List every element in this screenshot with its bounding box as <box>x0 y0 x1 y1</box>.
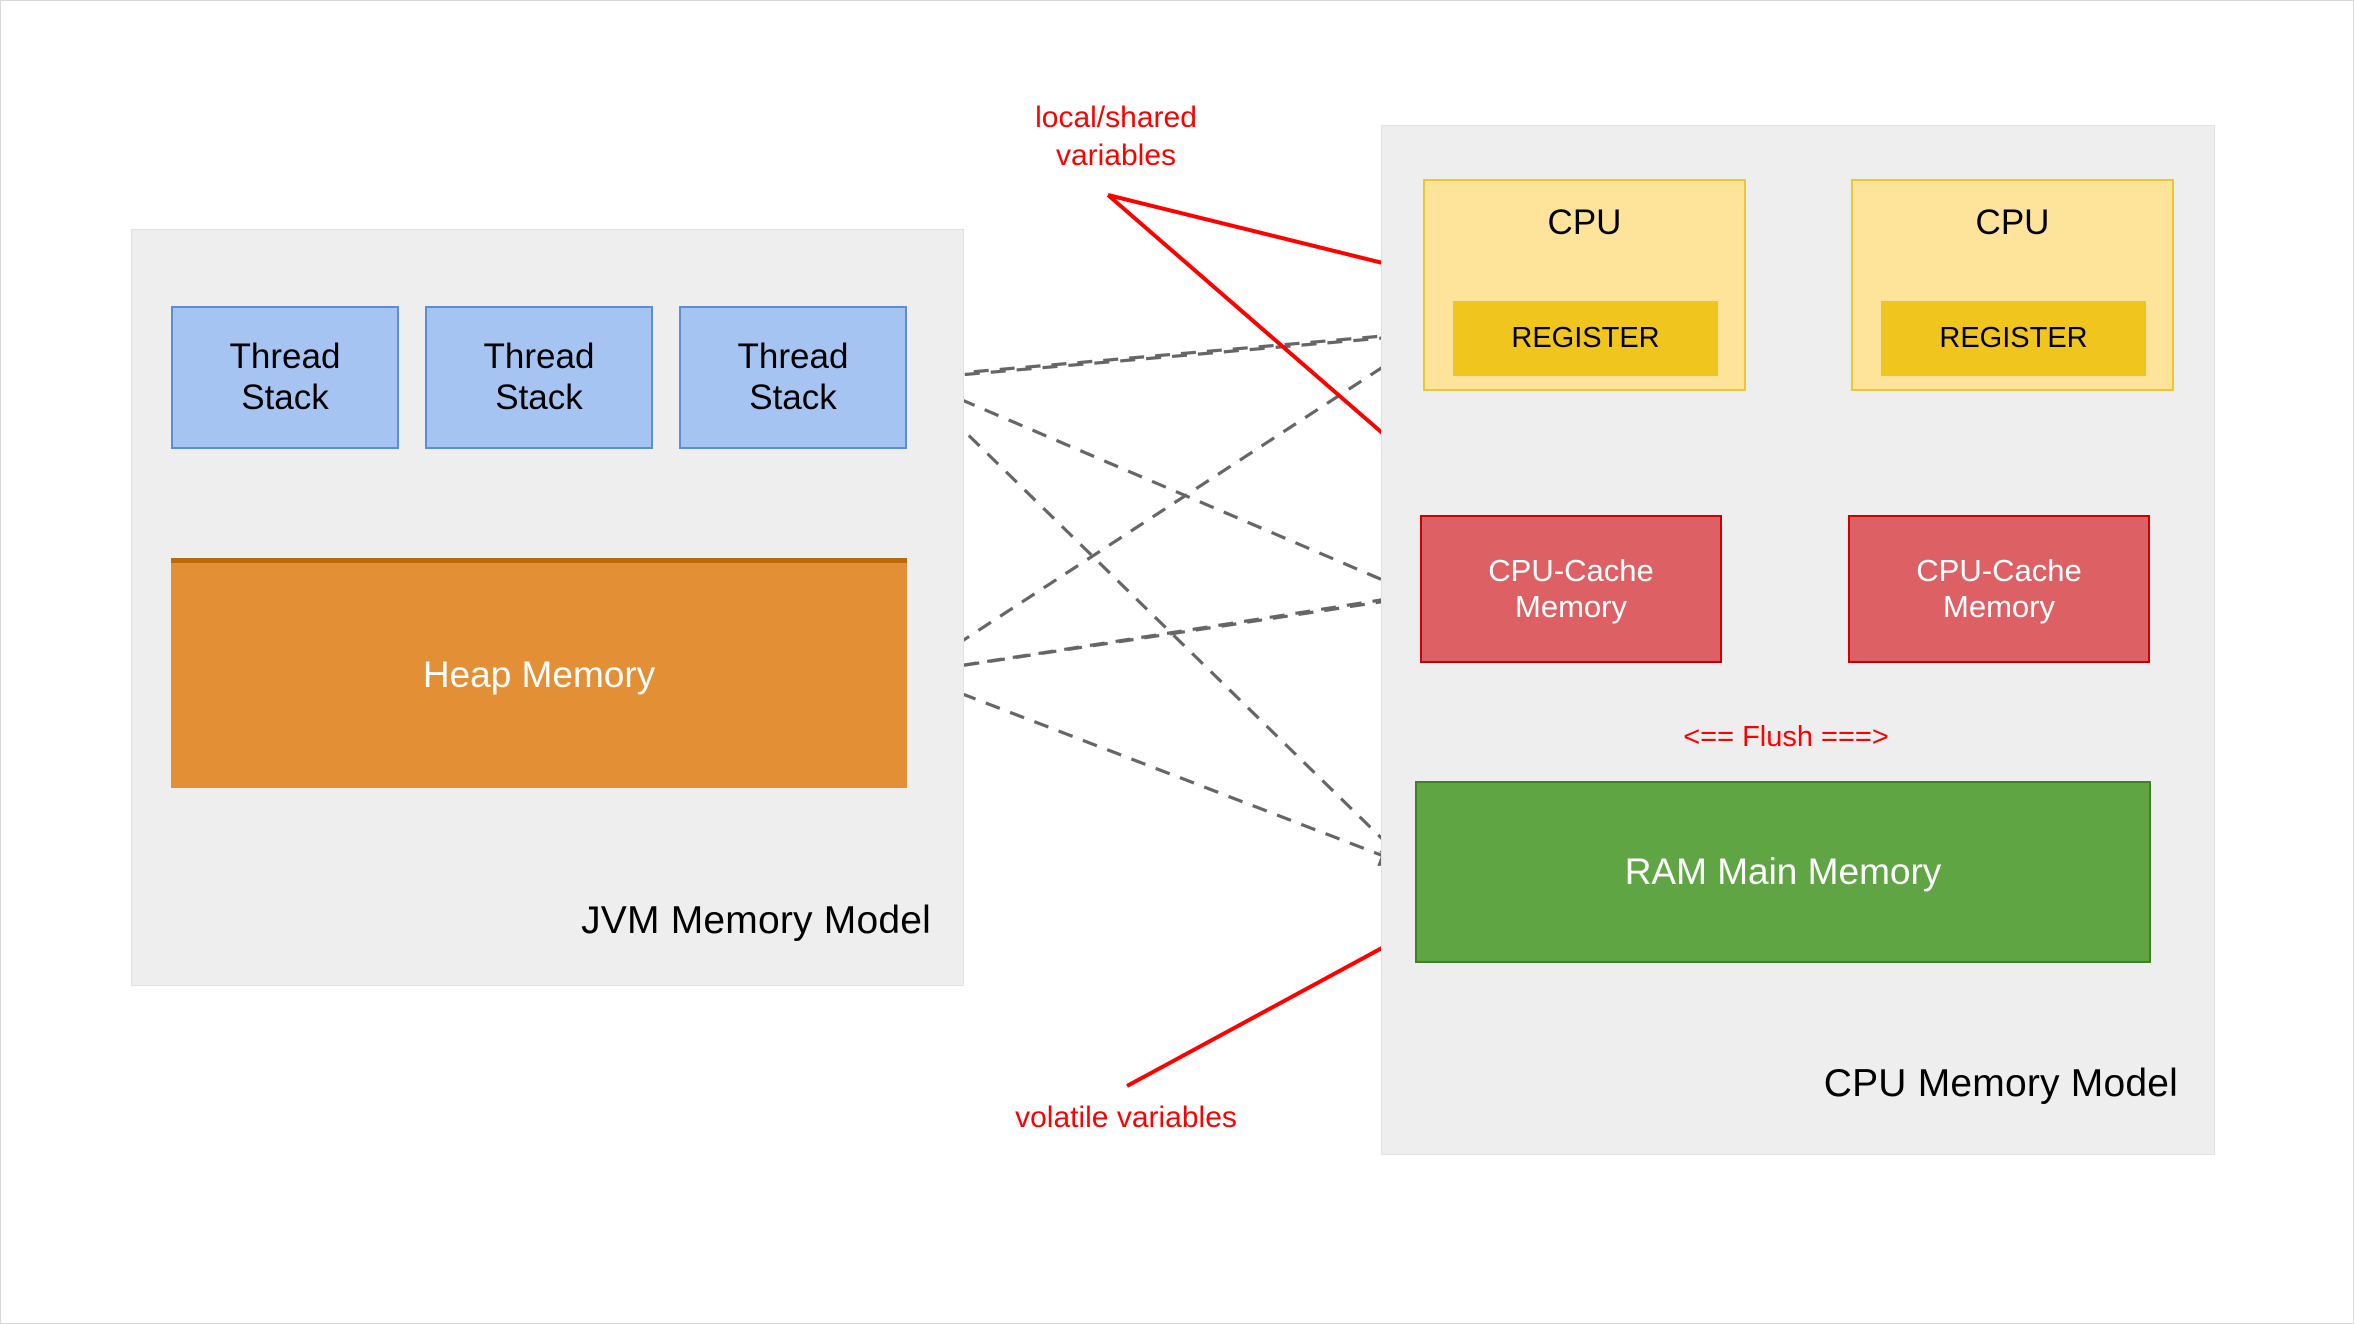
flush-label: <== Flush ===> <box>1683 721 1889 753</box>
thread-stack-box-3: Thread Stack <box>679 306 907 449</box>
register-box-1: REGISTER <box>1453 301 1718 376</box>
connector-heap-to-register <box>912 335 1431 675</box>
connector-threadstack-to-register <box>912 324 1431 381</box>
connector-heap-to-ram <box>912 673 1409 867</box>
register-label-1: REGISTER <box>1511 322 1660 354</box>
annotation-volatile-variables: volatile variables <box>1015 1101 1237 1134</box>
cpu-cache-label-2: CPU-Cache Memory <box>1916 553 2082 624</box>
connector-threadstack-to-cache <box>912 377 1415 595</box>
ram-main-memory-label: RAM Main Memory <box>1624 850 1942 892</box>
connector-heap-to-cache <box>912 589 1415 675</box>
cpu-label-1: CPU <box>1547 203 1622 242</box>
cpu-label-2: CPU <box>1975 203 2050 242</box>
ram-main-memory-box: RAM Main Memory <box>1415 781 2151 963</box>
register-box-2: REGISTER <box>1881 301 2146 376</box>
cpu-cache-memory-box-1: CPU-Cache Memory <box>1420 515 1722 663</box>
connector-cache-to-heap <box>911 593 1414 681</box>
thread-stack-label-1: Thread Stack <box>229 336 341 417</box>
connector-threadstack-to-ram <box>911 379 1409 865</box>
heap-memory-box: Heap Memory <box>171 558 907 788</box>
thread-stack-box-2: Thread Stack <box>425 306 653 449</box>
thread-stack-box-1: Thread Stack <box>171 306 399 449</box>
jvm-panel-title: JVM Memory Model <box>581 899 931 942</box>
cpu-cache-memory-box-2: CPU-Cache Memory <box>1848 515 2150 663</box>
thread-stack-label-3: Thread Stack <box>737 336 849 417</box>
thread-stack-label-2: Thread Stack <box>483 336 595 417</box>
cpu-cache-label-1: CPU-Cache Memory <box>1488 553 1654 624</box>
dashed-connectors <box>911 324 1431 867</box>
connector-register-to-threadstack <box>911 330 1430 387</box>
heap-memory-label: Heap Memory <box>422 654 656 696</box>
cpu-panel-title: CPU Memory Model <box>1823 1062 2178 1105</box>
annotation-local-shared-variables: local/shared variables <box>1035 101 1197 172</box>
register-label-2: REGISTER <box>1939 322 2088 354</box>
